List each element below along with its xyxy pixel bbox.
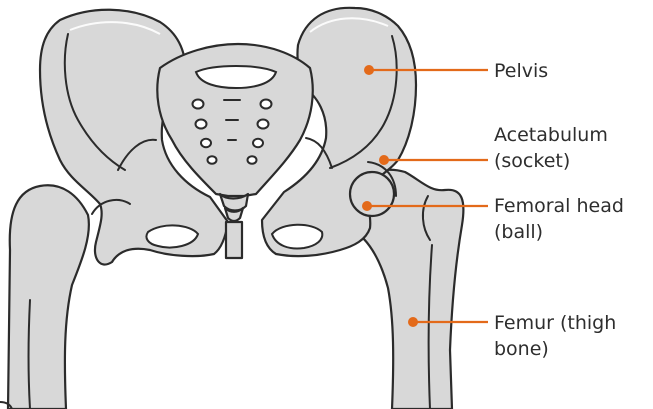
right-obturator-foramen bbox=[272, 225, 322, 249]
sacral-foramen bbox=[258, 120, 269, 129]
sacral-foramen bbox=[201, 139, 211, 147]
left-femur bbox=[8, 185, 89, 409]
pointer-dot-acetabulum bbox=[379, 155, 389, 165]
label-acetabulum-line2: (socket) bbox=[494, 150, 570, 172]
pointer-dot-femoral-head bbox=[362, 201, 372, 211]
pointer-dot-femur bbox=[408, 317, 418, 327]
label-femoral-head-line2: (ball) bbox=[494, 221, 543, 243]
label-pelvis: Pelvis bbox=[494, 60, 548, 82]
label-femoral-head-line1: Femoral head bbox=[494, 195, 624, 217]
sacral-foramen bbox=[193, 100, 204, 109]
label-femur-line1: Femur (thigh bbox=[494, 312, 616, 334]
label-acetabulum-line1: Acetabulum bbox=[494, 124, 608, 146]
sacral-foramen bbox=[253, 139, 263, 147]
sacral-foramen bbox=[208, 156, 217, 164]
pubic-symphysis bbox=[226, 222, 242, 258]
label-femur-line2: bone) bbox=[494, 338, 549, 360]
right-femoral-head bbox=[350, 172, 394, 216]
sacral-foramen bbox=[261, 100, 272, 109]
pointer-dot-pelvis bbox=[364, 65, 374, 75]
sacral-foramen bbox=[196, 120, 207, 129]
sacral-foramen bbox=[248, 156, 257, 164]
